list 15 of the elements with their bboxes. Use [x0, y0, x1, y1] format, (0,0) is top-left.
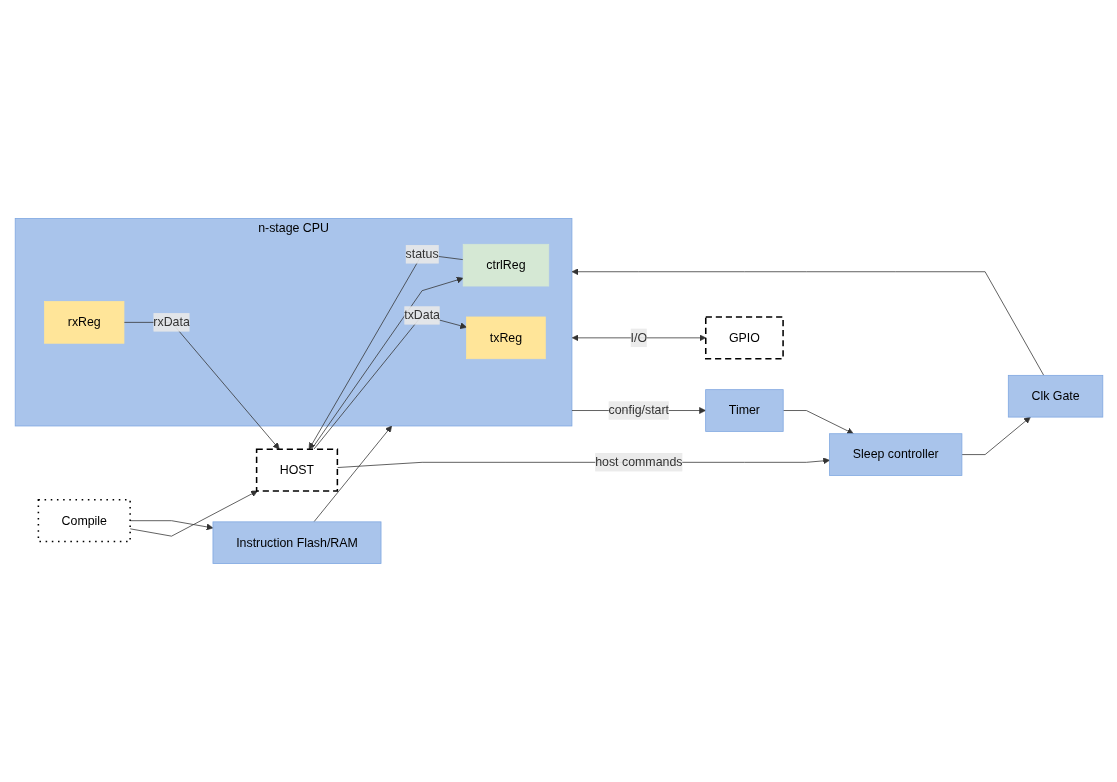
- node-box: Timer: [704, 389, 784, 432]
- node-box: HOST: [255, 448, 338, 492]
- edge-label: rxData: [152, 315, 190, 329]
- edge-label: host commands: [594, 455, 682, 469]
- edge-label: status: [405, 247, 439, 261]
- edge-label: config/start: [608, 403, 669, 417]
- node-box: ctrlReg: [462, 243, 549, 287]
- edge-label: txData: [403, 308, 440, 322]
- node-box: GPIO: [704, 316, 784, 360]
- node-box: Instruction Flash/RAM: [212, 521, 381, 564]
- node-box: Sleep controller: [828, 433, 962, 476]
- node-box: rxReg: [43, 301, 124, 344]
- node-box: txReg: [465, 316, 546, 360]
- edge-label: I/O: [630, 330, 647, 345]
- node-box: Clk Gate: [1007, 374, 1103, 418]
